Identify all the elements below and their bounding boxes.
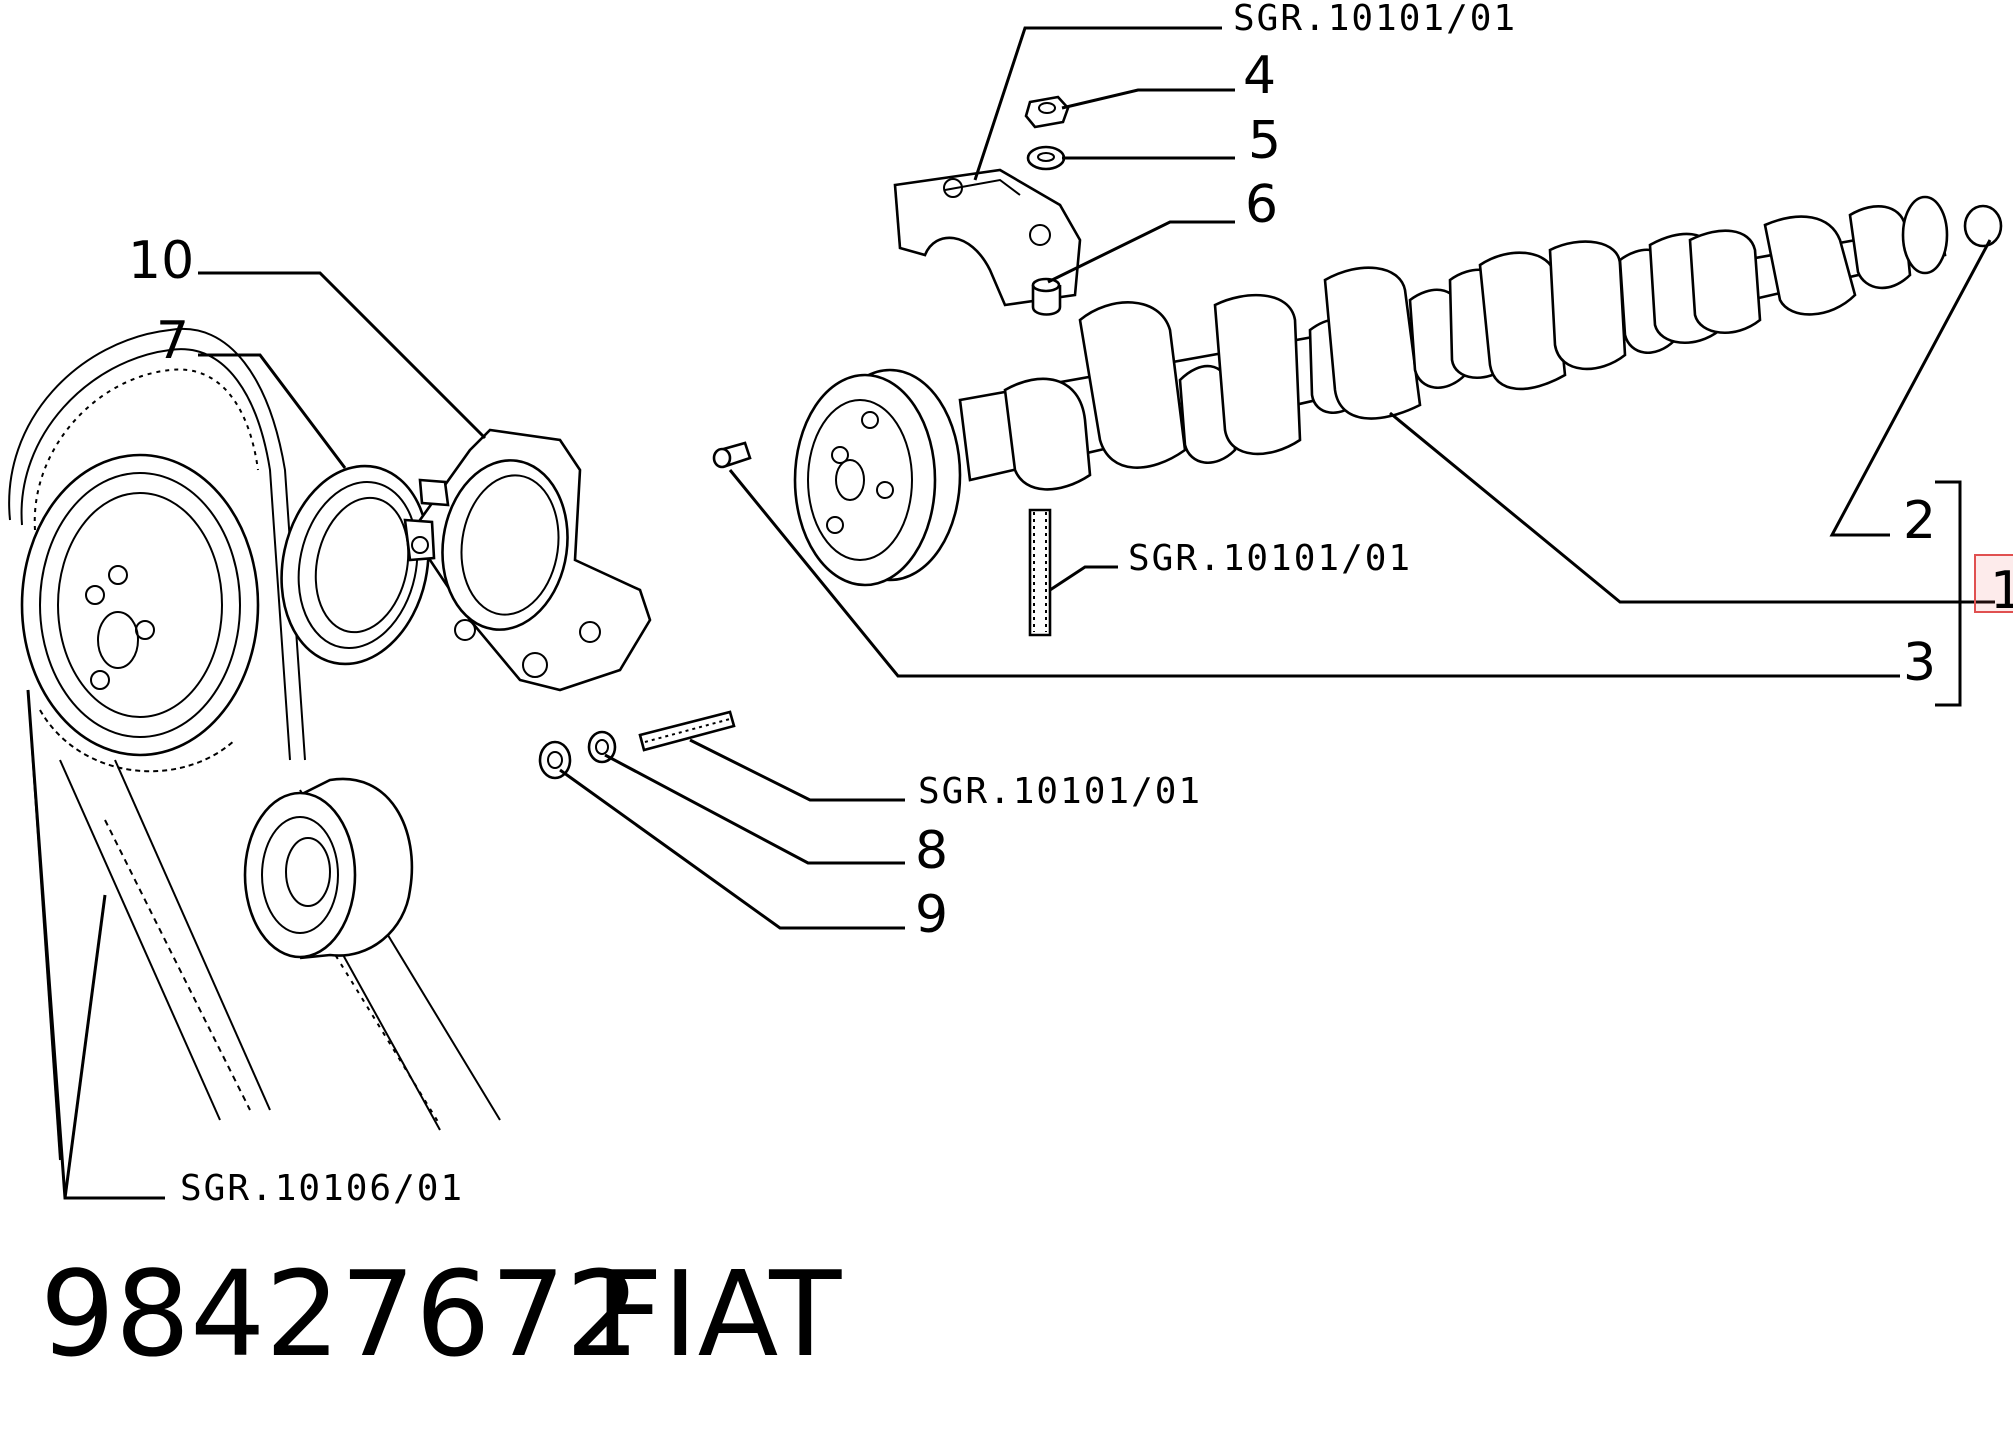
crank-pulley [20,453,260,757]
ref-label-belt: SGR.10106/01 [180,1168,464,1209]
idler-roller [243,777,414,960]
end-plug [1963,204,2003,248]
callout-1-highlight [1974,554,2013,613]
callout-3: 3 [1903,633,1936,693]
callout-4: 4 [1243,46,1276,106]
ref-label-top: SGR.10101/01 [1233,0,1517,39]
callout-1: 1 [1990,561,2013,621]
ref-label-bolt: SGR.10101/01 [918,771,1202,812]
camshaft-support [403,428,652,692]
callout-2: 2 [1903,491,1936,551]
callout-10: 10 [128,231,194,291]
leader-lines [26,26,1995,1200]
brand-name: FIAT [595,1245,842,1383]
camshaft [793,195,2003,587]
callout-6: 6 [1245,175,1278,235]
callout-7: 7 [156,311,189,371]
callout-5: 5 [1248,111,1281,171]
bearing-cap-assembly [893,95,1082,316]
oil-seal [280,464,430,666]
callout-9: 9 [915,885,948,945]
dowel-pin [712,441,752,469]
callout-8: 8 [915,821,948,881]
timing-belt-assembly [8,327,501,1161]
ref-label-stud: SGR.10101/01 [1128,538,1412,579]
small-fasteners [538,710,736,780]
part-number: 98427672 [40,1245,641,1383]
camshaft-stud [1028,508,1052,637]
